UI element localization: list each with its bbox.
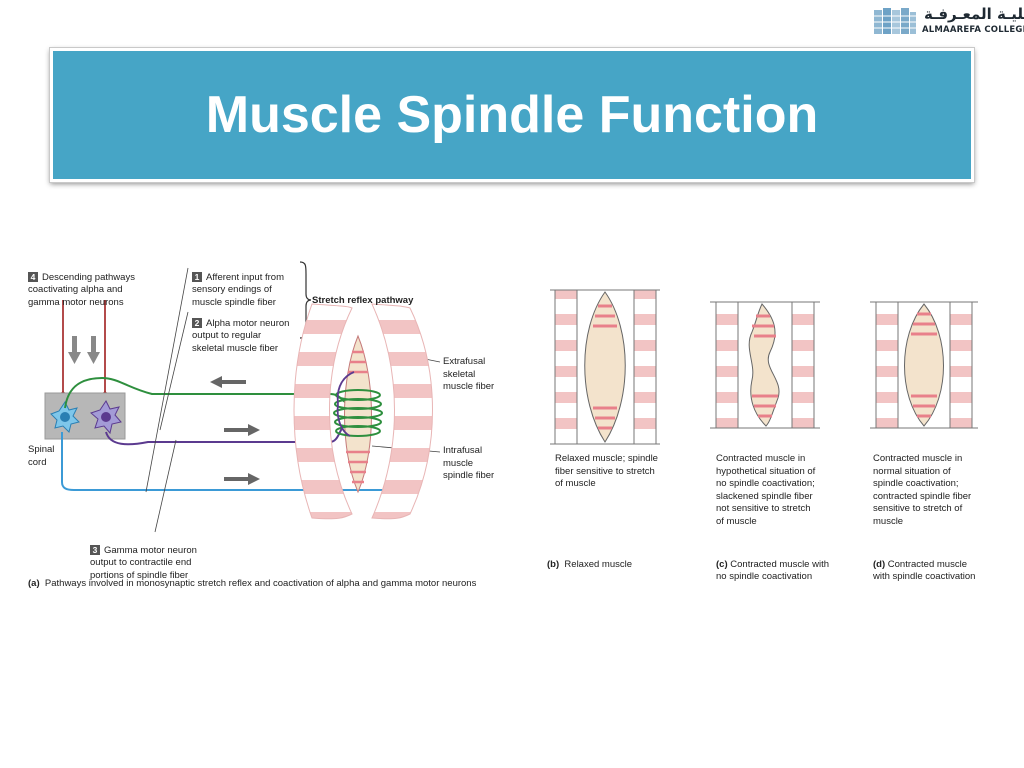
panel-b-diagram [550,289,660,445]
extrafusal-fiber-right [371,303,433,520]
alpha-neuron-icon [90,400,122,435]
intrafusal-spindle [344,334,372,494]
label-intrafusal: Intrafusal muscle spindle fiber [443,445,495,481]
panel-d-diagram [870,301,978,429]
caption-panel-c: (c) Contracted muscle with no spindle co… [716,558,829,583]
gamma-motor-pathway [61,432,392,491]
description-panel-b: Relaxed muscle; spindle fiber sensitive … [555,453,658,489]
caption-panel-d: (d) Contracted muscle with spindle coact… [873,558,976,583]
description-panel-d: Contracted muscle in normal situation of… [873,453,972,527]
descending-pathways [55,300,113,399]
leader-lines [145,267,441,533]
description-panel-c: Contracted muscle in hypothetical situat… [716,453,816,527]
sensory-coil [333,389,383,437]
direction-arrows [210,376,260,485]
logo-arabic-text: كليـة المعـرفـة [924,5,1024,23]
label-extrafusal: Extrafusal skeletal muscle fiber [443,356,495,392]
label-stretch-reflex: Stretch reflex pathway [312,295,414,306]
book-stack-icon [874,8,916,34]
extrafusal-fiber-left [293,303,353,520]
label-spinal-cord: Spinal cord [28,444,55,468]
title-banner: Muscle Spindle Function [49,47,975,183]
caption-panel-b: (b) Relaxed muscle [547,558,633,570]
panel-c-diagram [710,301,820,429]
caption-panel-a: (a) Pathways involved in monosynaptic st… [28,578,477,589]
logo-english-text: ALMAAREFA COLLEGE [922,25,1024,35]
gamma-neuron-icon [50,401,80,433]
slide-title: Muscle Spindle Function [205,86,819,144]
afferent-pathway [105,427,343,446]
down-arrows [68,336,100,364]
college-logo: كليـة المعـرفـة ALMAAREFA COLLEGE [872,4,1024,38]
